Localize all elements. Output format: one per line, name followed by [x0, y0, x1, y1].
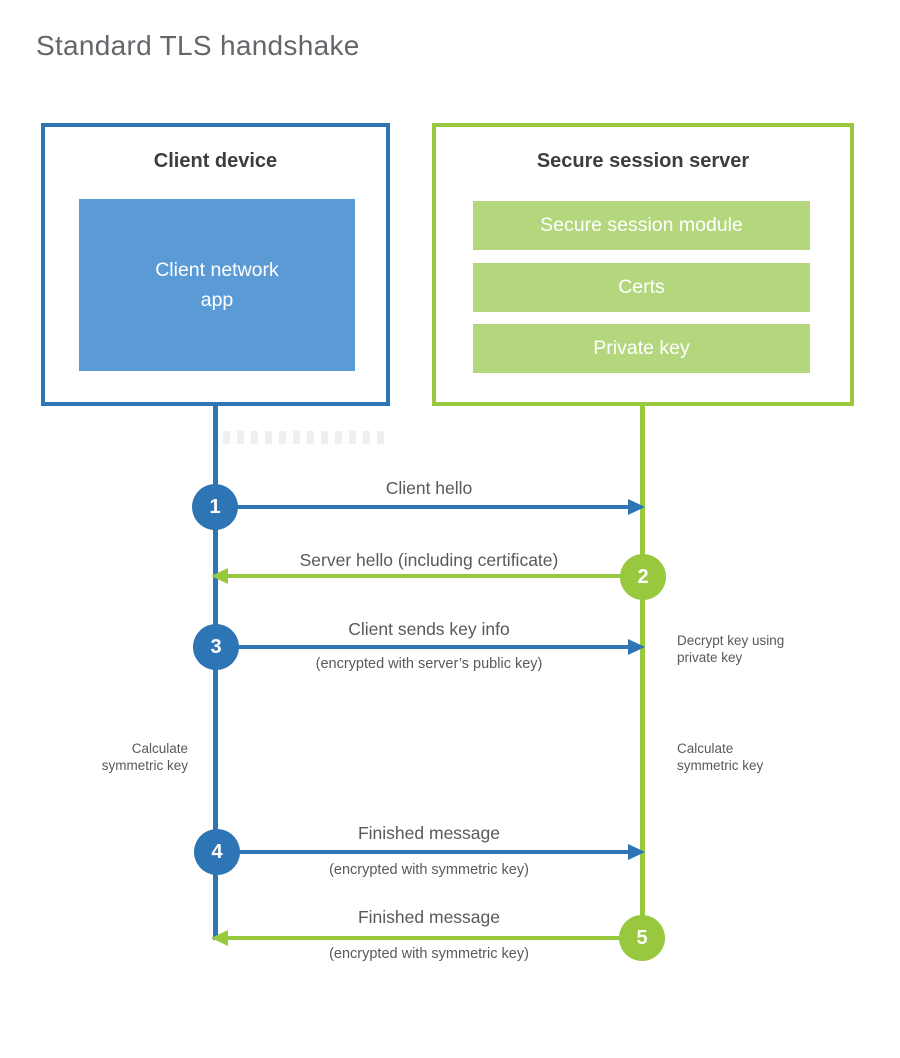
- calc-symmetric-key-note-server: Calculate symmetric key: [677, 741, 764, 774]
- step-4-badge: 4: [194, 829, 240, 875]
- faint-dashed-line: [223, 431, 388, 444]
- client-network-app-module: Client network app: [79, 199, 355, 371]
- client-key-info-arrow-line: [217, 645, 629, 649]
- client-hello-label: Client hello: [385, 478, 473, 498]
- finished-message-server-arrow-line: [228, 936, 642, 940]
- finished-message-server-sublabel: (encrypted with symmetric key): [329, 946, 529, 962]
- decrypt-key-note: Decrypt key using private key: [677, 633, 785, 666]
- arrow-right-icon: [628, 844, 645, 860]
- step-1-badge: 1: [192, 484, 238, 530]
- client-device-title: Client device: [153, 150, 278, 172]
- client-key-info-sublabel: (encrypted with server’s public key): [315, 656, 543, 672]
- step-5-badge: 5: [619, 915, 665, 961]
- step-3-badge: 3: [193, 624, 239, 670]
- arrow-right-icon: [628, 499, 645, 515]
- client-hello-arrow-line: [216, 505, 629, 509]
- secure-session-module-bar: Secure session module: [473, 201, 810, 250]
- calc-symmetric-key-note-client: Calculate symmetric key: [101, 741, 188, 774]
- finished-message-client-label: Finished message: [357, 823, 501, 843]
- client-key-info-label: Client sends key info: [348, 619, 510, 639]
- page-title: Standard TLS handshake: [36, 30, 360, 61]
- secure-session-server-title: Secure session server: [536, 150, 750, 172]
- finished-message-server-label: Finished message: [357, 907, 501, 927]
- finished-message-client-sublabel: (encrypted with symmetric key): [329, 862, 529, 878]
- arrow-left-icon: [211, 930, 228, 946]
- finished-message-client-arrow-line: [218, 850, 629, 854]
- server-lifeline: [640, 404, 645, 940]
- client-lifeline: [213, 404, 218, 940]
- step-2-badge: 2: [620, 554, 666, 600]
- arrow-right-icon: [628, 639, 645, 655]
- private-key-bar: Private key: [473, 324, 810, 373]
- server-hello-arrow-line: [228, 574, 642, 578]
- arrow-left-icon: [211, 568, 228, 584]
- server-hello-label: Server hello (including certificate): [299, 550, 559, 570]
- certs-bar: Certs: [473, 263, 810, 312]
